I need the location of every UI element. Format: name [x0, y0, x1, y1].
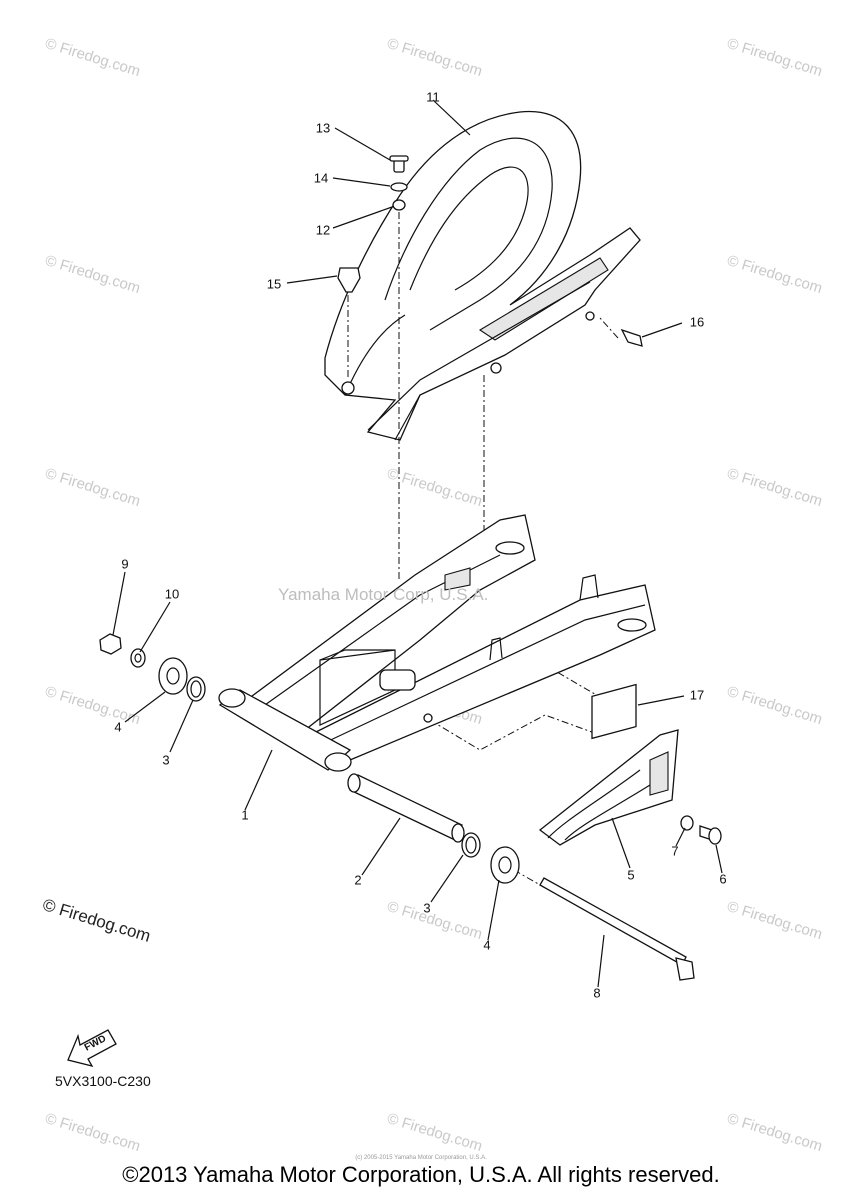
collar-part-2: [347, 773, 465, 843]
callout-7: 7: [671, 843, 679, 859]
rivet-part-15: [337, 267, 361, 293]
callout-17: 17: [689, 687, 705, 703]
nut-part-9: [99, 633, 122, 655]
bearing-part-3: [461, 832, 481, 858]
bearing-part-3: [186, 676, 206, 702]
rear-fender-part-11: [324, 110, 641, 441]
callout-13: 13: [315, 120, 331, 136]
callout-16: 16: [689, 314, 705, 330]
callout-4: 4: [483, 937, 491, 953]
collar-part-12: [392, 199, 406, 211]
pivot-shaft-part-8: [539, 877, 695, 981]
callout-4: 4: [114, 719, 122, 735]
callout-8: 8: [593, 985, 601, 1001]
collar-part-7: [680, 815, 694, 831]
diagram-code: 5VX3100-C230: [55, 1073, 151, 1089]
bearings-and-seals: [99, 633, 520, 884]
callout-3: 3: [162, 752, 170, 768]
callout-5: 5: [627, 867, 635, 883]
callout-3: 3: [423, 900, 431, 916]
copyright-notice: ©2013 Yamaha Motor Corporation, U.S.A. A…: [122, 1162, 720, 1187]
callout-12: 12: [315, 222, 331, 238]
callout-15: 15: [266, 276, 282, 292]
callout-6: 6: [719, 871, 727, 887]
callout-10: 10: [164, 586, 180, 602]
chain-guard-part-5: [538, 729, 679, 846]
bolt-part-6: [680, 815, 722, 845]
callout-14: 14: [313, 170, 329, 186]
swingarm-part-1: [218, 514, 656, 772]
leader-lines: [112, 99, 723, 988]
fwd-arrow-icon: [67, 1029, 117, 1068]
callout-9: 9: [121, 556, 129, 572]
label-part-17: [591, 683, 637, 740]
screw-part-16: [620, 328, 643, 347]
fasteners-top: [337, 155, 643, 347]
callout-2: 2: [354, 872, 362, 888]
callout-1: 1: [241, 807, 249, 823]
seal-part-4: [490, 846, 520, 884]
washer-part-10: [130, 648, 146, 668]
seal-part-4: [158, 657, 188, 695]
small-print: (c) 2005-2015 Yamaha Motor Corporation, …: [355, 1155, 487, 1161]
center-watermark: Yamaha Motor Corp, U.S.A.: [278, 585, 489, 604]
callout-11: 11: [426, 89, 440, 105]
washer-part-14: [390, 182, 408, 192]
